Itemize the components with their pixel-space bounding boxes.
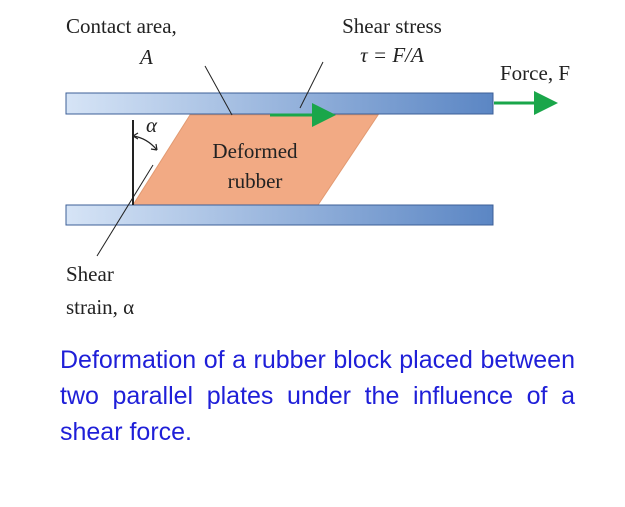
shear-stress-leader bbox=[299, 61, 324, 109]
shear-strain-label-line1: Shear bbox=[66, 262, 114, 286]
bottom-plate bbox=[65, 204, 494, 226]
top-plate bbox=[65, 92, 494, 115]
shear-stress-formula: τ = F/A bbox=[360, 43, 424, 67]
shear-strain-leader bbox=[96, 164, 154, 257]
angle-arc bbox=[132, 135, 158, 151]
shear-deformation-diagram: Contact area, A Shear stress τ = F/A For… bbox=[65, 14, 570, 319]
alpha-symbol: α bbox=[146, 113, 158, 137]
contact-area-leader bbox=[204, 65, 233, 116]
rubber-label-line1: Deformed bbox=[212, 139, 298, 163]
force-label: Force, F bbox=[500, 61, 570, 85]
contact-area-symbol: A bbox=[138, 45, 153, 69]
figure-caption: Deformation of a rubber block placed bet… bbox=[60, 346, 575, 446]
angle-arc-head-left bbox=[132, 132, 139, 140]
rubber-label-line2: rubber bbox=[228, 169, 283, 193]
shear-strain-label-line2: strain, α bbox=[66, 295, 134, 319]
shear-stress-label: Shear stress bbox=[342, 14, 442, 38]
contact-area-label: Contact area, bbox=[66, 14, 177, 38]
angle-arc-head-right bbox=[150, 143, 158, 151]
